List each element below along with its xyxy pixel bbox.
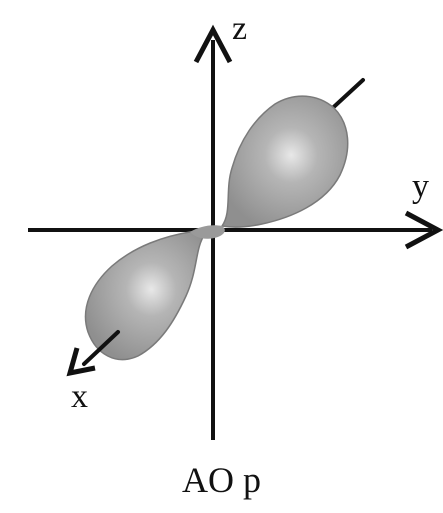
x-axis-arrowhead	[66, 347, 96, 377]
y-axis-label: y	[412, 168, 429, 205]
z-axis-arrowhead	[193, 24, 233, 64]
orbital-lower-lobe	[84, 230, 207, 361]
x-axis-front-line	[82, 330, 120, 366]
figure-caption: AO p	[182, 460, 261, 500]
orbital-node	[190, 225, 225, 239]
y-axis-arrowhead	[404, 210, 443, 250]
orbital-upper-lobe	[220, 95, 349, 228]
x-axis-label: x	[71, 378, 88, 415]
z-axis-label: z	[232, 10, 248, 47]
